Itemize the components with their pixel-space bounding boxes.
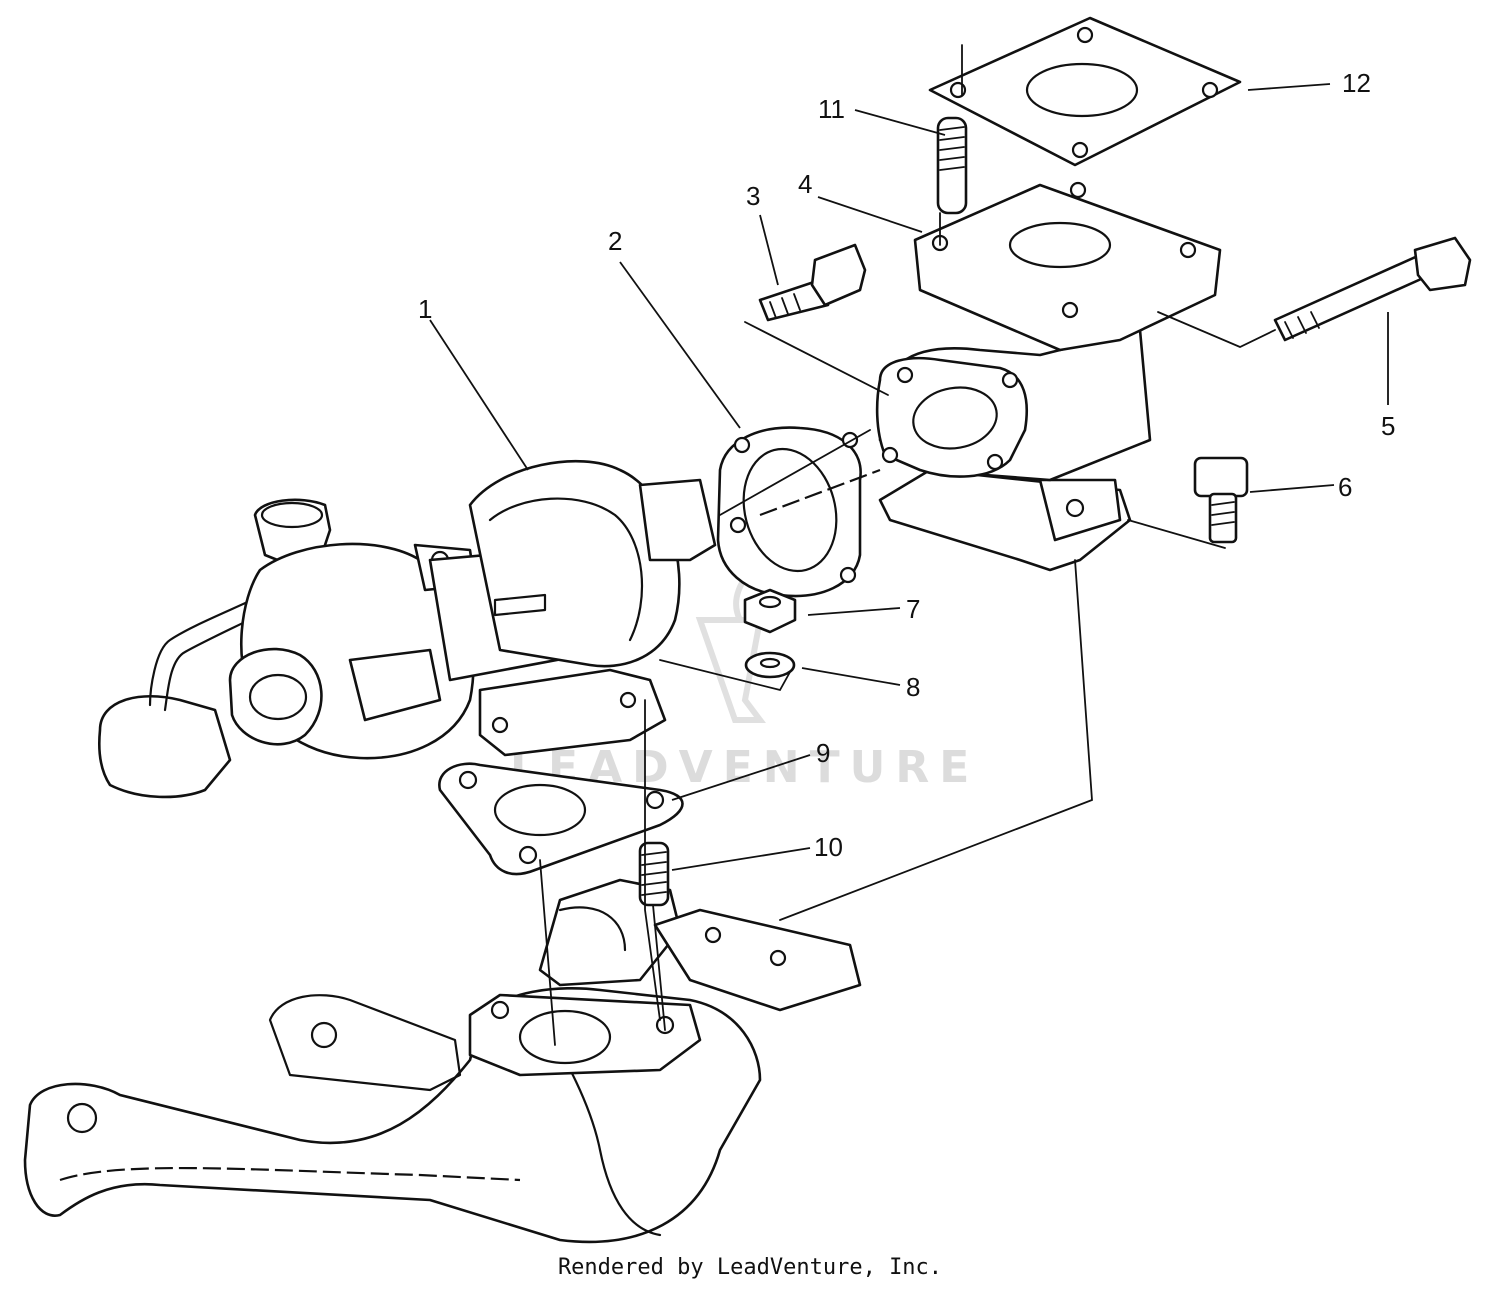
callout-labels: 1 2 3 4 5 6 7 8 9 10 11 12 — [418, 68, 1395, 862]
callout-1: 1 — [418, 294, 432, 324]
part-3-bolt — [758, 243, 867, 322]
part-9-gasket — [438, 762, 684, 876]
callout-7: 7 — [906, 594, 920, 624]
part-5-bolt — [1273, 236, 1472, 342]
callout-9: 9 — [816, 738, 830, 768]
leader-lines — [429, 83, 1389, 871]
part-10-stud — [638, 841, 670, 907]
callout-12: 12 — [1342, 68, 1371, 98]
callout-4: 4 — [798, 169, 812, 199]
assembly-lines — [539, 44, 1276, 1046]
callout-6: 6 — [1338, 472, 1352, 502]
callout-3: 3 — [746, 181, 760, 211]
part-4-outlet-elbow — [875, 181, 1222, 572]
footer-credit: Rendered by LeadVenture, Inc. — [557, 1255, 943, 1280]
part-7-nut — [743, 588, 797, 634]
part-2-gasket — [716, 426, 862, 598]
callout-10: 10 — [814, 832, 843, 862]
part-12-gasket — [928, 16, 1242, 167]
callout-8: 8 — [906, 672, 920, 702]
callout-2: 2 — [608, 226, 622, 256]
exhaust-manifold — [23, 878, 862, 1244]
callout-11: 11 — [818, 94, 845, 124]
part-6-bolt — [1193, 456, 1249, 544]
part-8-washer — [744, 651, 796, 679]
callout-5: 5 — [1381, 411, 1395, 441]
part-1-turbocharger — [98, 459, 717, 799]
part-11-stud — [936, 116, 968, 215]
